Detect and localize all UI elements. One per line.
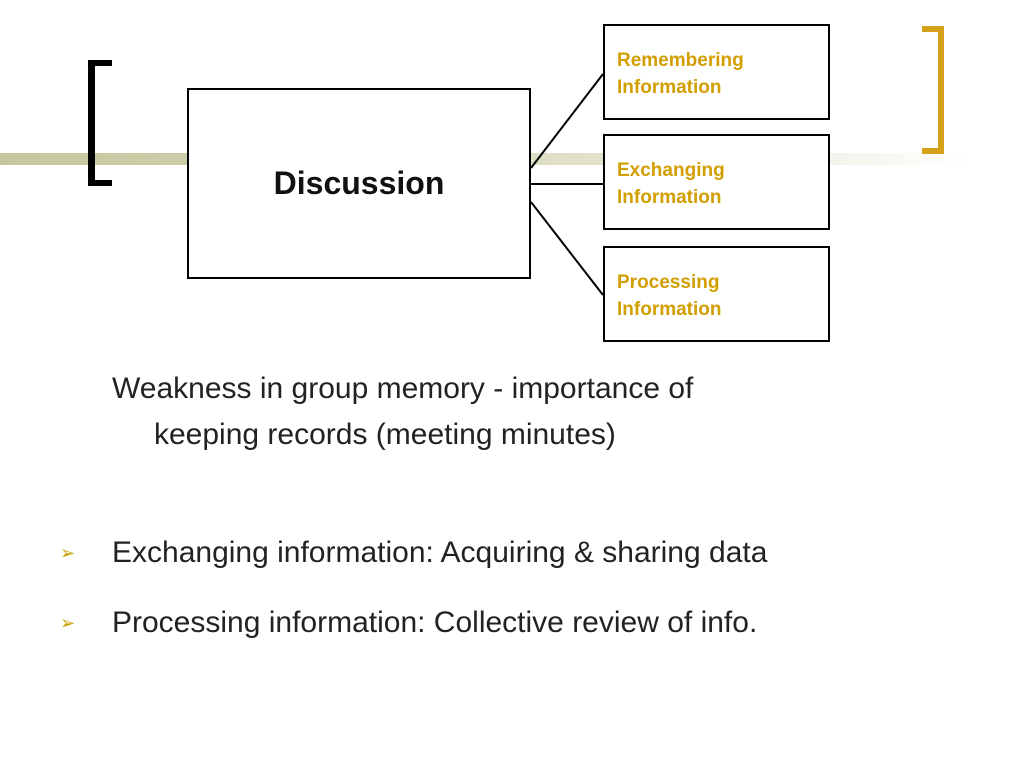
node-label-line2: Information <box>617 187 722 208</box>
bullet-text: Exchanging information: Acquiring & shar… <box>112 536 768 569</box>
node-label-line2: Information <box>617 299 722 320</box>
discussion-label: Discussion <box>273 165 445 201</box>
node-label-line2: Information <box>617 77 722 98</box>
bullet-text: Processing information: Collective revie… <box>112 606 758 639</box>
paragraph-line2: keeping records (meeting minutes) <box>154 418 616 451</box>
paragraph-line1: Weakness in group memory - importance of <box>112 372 694 405</box>
right-bracket-decoration <box>922 26 944 154</box>
processing-information-node: Processing Information <box>603 246 830 342</box>
arrow-bullet-icon: ➢ <box>60 613 76 633</box>
node-label-line1: Exchanging <box>617 160 725 181</box>
exchanging-information-node: Exchanging Information <box>603 134 830 230</box>
connector-line-remembering <box>530 73 604 169</box>
connector-line-processing <box>530 201 604 296</box>
arrow-bullet-icon: ➢ <box>60 543 76 563</box>
discussion-node: Discussion <box>187 88 531 279</box>
left-bracket-decoration <box>88 60 112 186</box>
memory-paragraph: Weakness in group memory - importance of… <box>112 366 932 458</box>
node-label-line1: Processing <box>617 272 720 293</box>
remembering-information-node: Remembering Information <box>603 24 830 120</box>
node-label-line1: Remembering <box>617 50 744 71</box>
